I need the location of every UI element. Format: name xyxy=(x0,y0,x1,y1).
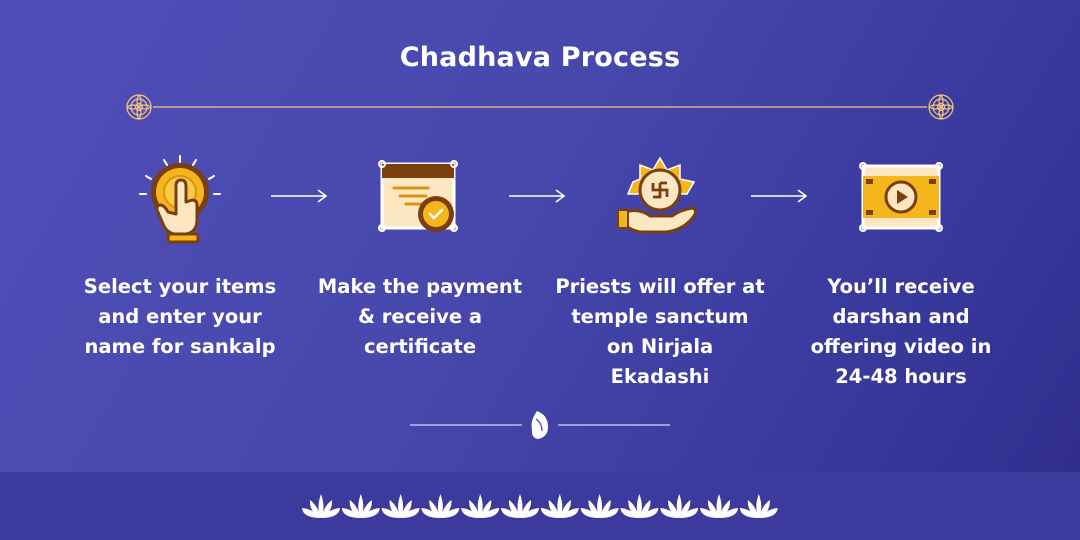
lotus-icon xyxy=(501,494,539,518)
step-label: Make the payment & receive a certificate xyxy=(317,275,523,358)
hand-pointer-icon xyxy=(139,155,221,244)
lotus-icon xyxy=(341,494,380,518)
arrow-right-icon xyxy=(509,189,566,203)
lotus-icon xyxy=(660,494,699,518)
lotus-icon xyxy=(580,494,619,518)
step-label: Select your items and enter your name fo… xyxy=(83,275,277,358)
lotus-icon xyxy=(540,494,579,518)
arrow-right-icon xyxy=(751,189,808,203)
mandala-left-icon xyxy=(126,94,152,120)
footer-band xyxy=(0,472,1080,540)
mandala-right-icon xyxy=(928,94,954,120)
lotus-icon xyxy=(620,494,659,518)
lotus-icon xyxy=(421,494,460,518)
step-label: Priests will offer at temple sanctum on … xyxy=(555,275,765,388)
step-label: You’ll receive darshan and offering vide… xyxy=(810,275,992,388)
lotus-icon xyxy=(461,494,500,518)
lotus-icon xyxy=(700,494,738,518)
certificate-icon xyxy=(378,160,458,232)
lotus-icon xyxy=(381,494,420,518)
lotus-border xyxy=(302,494,778,518)
lotus-icon xyxy=(739,494,778,518)
mandala-divider xyxy=(126,94,954,120)
conch-divider xyxy=(410,411,670,439)
swastik-offering-icon xyxy=(617,156,698,234)
video-play-icon xyxy=(859,162,943,232)
arrow-right-icon xyxy=(271,189,328,203)
conch-icon xyxy=(531,411,548,439)
page-title: Chadhava Process xyxy=(399,42,681,73)
lotus-icon xyxy=(302,494,340,518)
